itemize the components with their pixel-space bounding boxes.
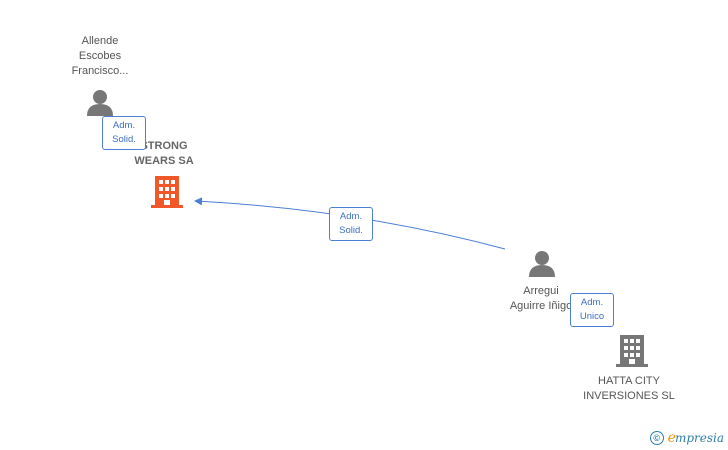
role-badge-arregui-strong[interactable]: Adm. Solid. [329,207,373,241]
role-line: Unico [579,311,605,322]
copyright-icon: © [649,431,664,445]
person-icon-arregui[interactable] [529,251,555,277]
company-name-line: INVERSIONES SL [583,390,675,402]
logo-text: mpresia [674,431,724,445]
person-label-allende[interactable]: Allende Escobes Francisco... [58,34,142,79]
person-name-line: Aguirre Iñigo [509,300,573,312]
empresia-watermark: © e mpresia [649,430,724,446]
person-name-line: Allende [81,35,119,47]
company-name-line: WEARS SA [134,155,194,167]
person-name-line: Escobes [78,50,122,62]
company-name-line: STRONG [140,140,188,152]
person-label-arregui[interactable]: Arregui Aguirre Iñigo [498,284,584,314]
role-badge-allende-strong[interactable]: Adm. Solid. [102,116,146,150]
person-icon-allende[interactable] [87,90,113,116]
role-badge-arregui-hatta[interactable]: Adm. Unico [570,293,614,327]
company-name-line: HATTA CITY [598,375,660,387]
person-name-line: Francisco... [71,65,129,77]
role-line: Solid. [339,225,363,236]
role-line: Adm. [112,120,136,131]
logo-letter: e [667,430,676,446]
role-line: Solid. [112,134,136,145]
building-icon-strong-wears[interactable] [151,176,183,208]
role-line: Adm. [339,211,363,222]
person-name-line: Arregui [523,285,559,297]
company-label-hatta-city[interactable]: HATTA CITY INVERSIONES SL [578,374,680,404]
role-line: Adm. [580,297,604,308]
company-label-strong-wears[interactable]: STRONG WEARS SA [124,139,204,169]
building-icon-hatta-city[interactable] [616,335,648,367]
